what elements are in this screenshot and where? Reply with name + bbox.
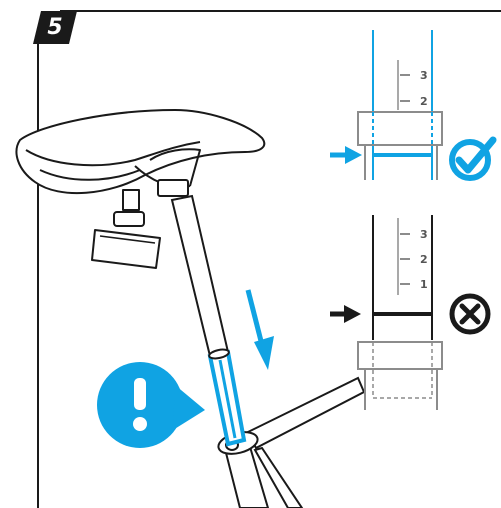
gauge-correct-mark: 2 [420, 95, 428, 108]
step-number: 5 [47, 15, 63, 40]
saddle [15, 109, 266, 269]
gauge-correct [330, 30, 443, 180]
check-circle-icon [449, 136, 497, 181]
gauge-wrong-mark: 1 [420, 278, 428, 291]
gauge-wrong-mark: 2 [420, 253, 428, 266]
exclamation-bubble-icon [97, 362, 205, 448]
cross-circle-icon [449, 293, 491, 335]
insert-direction-arrow [245, 289, 274, 370]
step-badge: 5 [33, 11, 77, 44]
seat-post [170, 194, 247, 447]
gauge-wrong-mark: 3 [420, 228, 428, 241]
gauge-correct-mark: 3 [420, 69, 428, 82]
gauge-wrong [330, 215, 443, 410]
